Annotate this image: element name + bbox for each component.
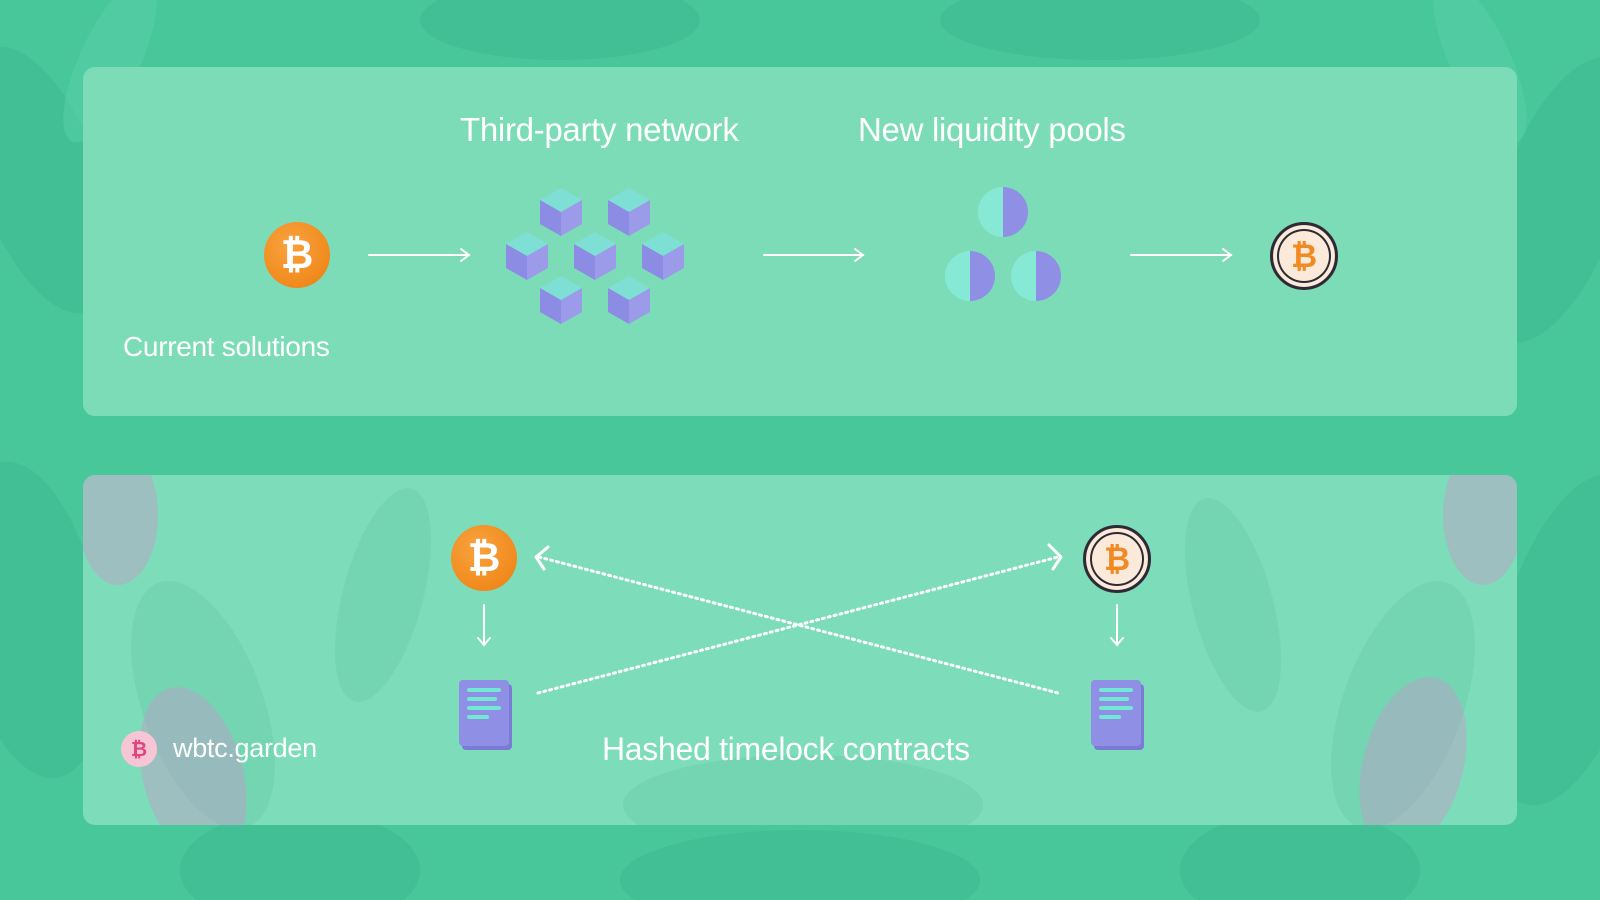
wbtc-garden-logo-icon: ₿	[121, 731, 157, 767]
contract-document-icon	[1091, 680, 1141, 746]
bottom-decor-and-arrows	[83, 475, 1517, 825]
half-circle-pools-icon	[945, 187, 1061, 301]
current-solutions-panel: Current solutions Third-party network Ne…	[83, 67, 1517, 416]
htlc-label: Hashed timelock contracts	[602, 731, 970, 767]
new-liquidity-pools-label: New liquidity pools	[858, 111, 1126, 148]
third-party-network-label: Third-party network	[460, 111, 739, 148]
bitcoin-icon: ₿	[264, 222, 330, 288]
current-solutions-label: Current solutions	[123, 331, 330, 362]
contract-document-icon	[459, 680, 509, 746]
cube-cluster-icon	[506, 188, 684, 324]
bitcoin-icon: ₿	[451, 525, 517, 591]
top-flow-arrows	[368, 248, 1233, 262]
htlc-panel: ₿ ₿ Hashed timelock contracts ₿ wbtc.gar…	[83, 475, 1517, 825]
brand-name[interactable]: wbtc.garden	[173, 733, 317, 763]
wrapped-bitcoin-icon: ₿	[1083, 525, 1151, 593]
wrapped-bitcoin-icon: ₿	[1270, 222, 1338, 290]
